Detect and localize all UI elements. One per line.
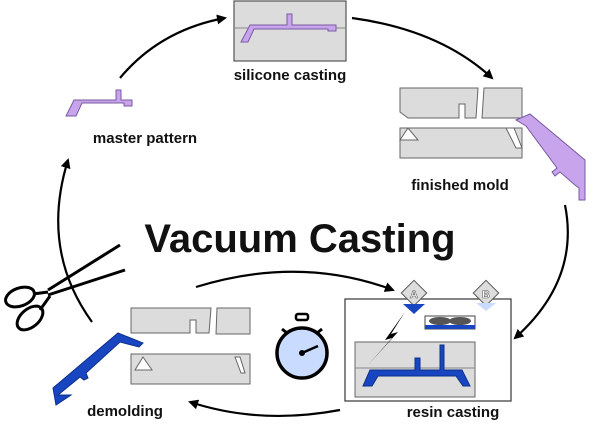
silicone-casting-box: [233, 0, 347, 62]
step-label-finished-mold: finished mold: [411, 177, 509, 194]
finished-mold: [399, 87, 586, 201]
arrow-demolding-to-master: [57, 158, 93, 323]
component-a-cup: A: [400, 279, 428, 314]
stopwatch-icon: [275, 312, 329, 380]
component-b-cup: B: [472, 279, 500, 311]
step-label-silicone-casting: silicone casting: [234, 67, 347, 84]
arrow-mold-to-resin: [513, 204, 569, 340]
step-label-master-pattern: master pattern: [93, 130, 197, 147]
step-label-resin-casting: resin casting: [407, 404, 500, 421]
master-pattern-part: [65, 89, 133, 117]
resin-casting-chamber: A B: [344, 279, 512, 402]
scissors-icon: [4, 243, 126, 332]
arrow-silicone-to-mold: [351, 16, 494, 80]
component-b-label: B: [482, 289, 490, 301]
lightning-icon: [368, 312, 405, 365]
mixer-icon: [429, 317, 451, 325]
step-label-demolding: demolding: [87, 403, 163, 420]
demolding-mold: [52, 307, 251, 406]
diagram-title: Vacuum Casting: [144, 217, 455, 261]
arrow-master-to-silicone: [119, 14, 227, 79]
arrow-resin-to-demolding: [188, 399, 341, 418]
component-a-label: A: [410, 289, 418, 301]
arrow-title-to-resin: [195, 270, 395, 292]
